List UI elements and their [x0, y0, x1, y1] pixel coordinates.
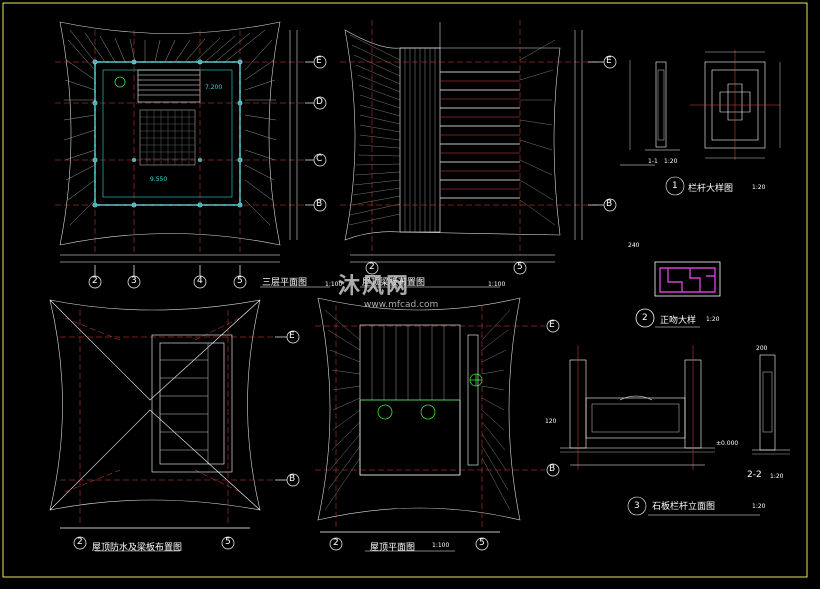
grid-label-c: C — [316, 154, 323, 164]
roof-beam-plan — [340, 20, 617, 275]
detail-2-number: 2 — [642, 313, 648, 323]
watermark-brand: 沐风网 — [338, 274, 411, 299]
scale-roof-plan: 1:100 — [432, 542, 450, 549]
dim-g: 200 — [756, 345, 768, 352]
grid-label-2-2: 2 — [369, 262, 375, 272]
title-railing-detail: 栏杆大样图 — [688, 184, 734, 194]
section-2-2-scale: 1:20 — [770, 473, 784, 480]
grid-label-b-2: B — [606, 199, 613, 209]
grid-label-2-4: 2 — [333, 538, 339, 548]
grid-label-5-4: 5 — [479, 538, 485, 548]
dim-h: 120 — [545, 418, 557, 425]
dim-c: ±0.000 — [716, 440, 739, 447]
watermark: 沐风网 www.mfcad.com — [338, 268, 438, 310]
grid-label-5-3: 5 — [225, 537, 231, 547]
title-roof-beam-plan: 屋顶梁板布置图 — [362, 278, 426, 288]
grid-label-5-2: 5 — [517, 262, 523, 272]
grid-label-4: 4 — [197, 276, 203, 286]
title-third-floor-plan: 三层平面图 — [262, 278, 308, 288]
detail-3-number: 3 — [634, 501, 640, 511]
section-1-1-scale: 1:20 — [664, 158, 678, 165]
scale-ridge-ornament: 1:20 — [706, 316, 720, 323]
title-ridge-ornament: 正吻大样 — [660, 316, 697, 326]
section-1-1-label: 1-1 — [648, 158, 658, 165]
section-2-2-label: 2-2 — [747, 470, 762, 480]
dim-b: 7.200 — [205, 84, 223, 91]
title-roof-plan: 屋顶平面图 — [370, 543, 416, 553]
grid-label-b-4: B — [549, 464, 556, 474]
detail-1-number: 1 — [672, 181, 678, 191]
grid-label-e-3: E — [289, 331, 295, 341]
stone-railing-elevation — [560, 345, 790, 516]
title-roof-waterproof-plan: 屋顶防水及梁板布置图 — [92, 543, 183, 553]
grid-label-b-3: B — [289, 474, 296, 484]
watermark-url: www.mfcad.com — [364, 300, 439, 310]
grid-label-d: D — [316, 97, 323, 107]
title-stone-railing: 石板栏杆立面图 — [652, 502, 716, 512]
scale-roof-beam-plan: 1:100 — [488, 281, 506, 288]
grid-label-b: B — [316, 199, 323, 209]
railing-detail — [620, 50, 781, 196]
dim-d: 240 — [628, 242, 640, 249]
grid-label-2-3: 2 — [77, 537, 83, 547]
scale-third-floor-plan: 1:100 — [325, 281, 343, 288]
grid-label-e: E — [316, 56, 322, 66]
ridge-ornament-detail — [635, 261, 721, 328]
grid-label-2: 2 — [92, 276, 98, 286]
grid-label-5: 5 — [237, 276, 243, 286]
roof-waterproof-plan — [49, 299, 300, 550]
scale-stone-railing: 1:20 — [752, 503, 766, 510]
scale-railing-detail: 1:20 — [752, 184, 766, 191]
dim-a: 9.550 — [150, 176, 168, 183]
roof-plan — [315, 297, 560, 551]
grid-label-e-4: E — [549, 320, 555, 330]
grid-label-3: 3 — [131, 276, 137, 286]
third-floor-plan — [55, 21, 327, 289]
grid-label-e-2: E — [606, 56, 612, 66]
